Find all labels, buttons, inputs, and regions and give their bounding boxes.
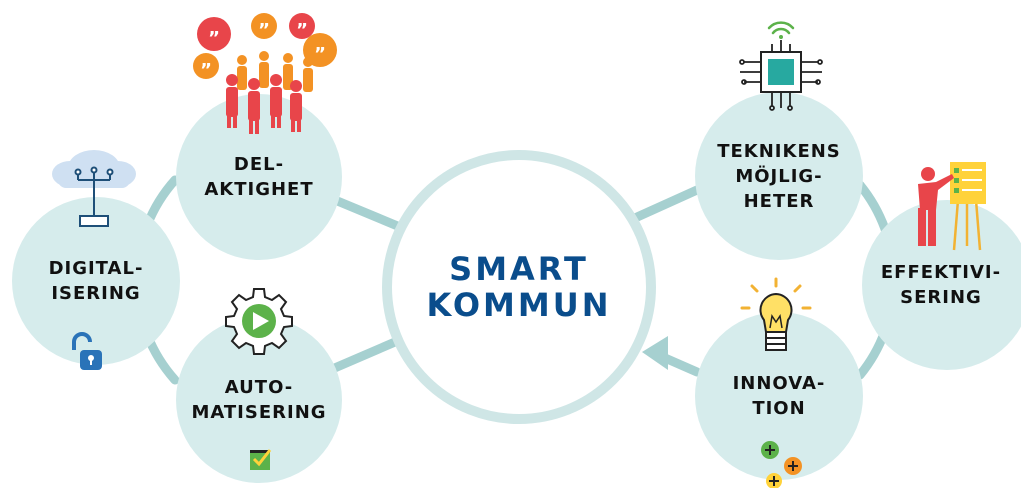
node-label: DEL- AKTIGHET xyxy=(204,152,313,202)
node-label: EFFEKTIVI- SERING xyxy=(881,260,1001,310)
node-label: INNOVA- TION xyxy=(733,371,826,421)
node-teknikens-mojligheter: TEKNIKENS MÖJLIG- HETER xyxy=(695,92,863,260)
svg-text:”: ” xyxy=(296,20,308,41)
node-label: TEKNIKENS MÖJLIG- HETER xyxy=(717,139,841,214)
arrow-head xyxy=(642,336,668,370)
svg-text:”: ” xyxy=(208,28,220,49)
svg-text:”: ” xyxy=(200,60,212,81)
label-line: DIGITAL- xyxy=(48,258,144,279)
label-line: ISERING xyxy=(51,283,141,304)
node-label: AUTO- MATISERING xyxy=(191,375,326,425)
cloud-network-icon xyxy=(52,150,136,227)
unlocked-padlock-icon xyxy=(72,332,102,370)
label-line: MÖJLIG- xyxy=(735,165,823,187)
label-line: TION xyxy=(752,398,806,419)
label-line: HETER xyxy=(743,190,815,212)
plus-circles-icon xyxy=(761,441,802,488)
spoke-innovation xyxy=(660,353,702,377)
label-line: MATISERING xyxy=(191,402,327,423)
center-label: SMART KOMMUN xyxy=(426,251,611,323)
label-line: AKTIGHET xyxy=(204,179,314,200)
spoke-teknikens xyxy=(630,185,702,223)
center-label-line2: KOMMUN xyxy=(426,286,612,324)
center-label-line1: SMART xyxy=(449,250,589,288)
label-line: AUTO- xyxy=(224,377,294,398)
label-line: EFFEKTIVI- xyxy=(880,262,1002,283)
label-line: SERING xyxy=(900,287,982,308)
node-effektivisering: EFFEKTIVI- SERING xyxy=(862,200,1021,370)
wifi-chip-icon xyxy=(739,21,823,111)
label-line: DEL- xyxy=(233,154,285,175)
people-speech-bubbles-icon: ” ” ” ” ” xyxy=(193,13,337,134)
lightbulb-icon xyxy=(740,277,812,351)
center-node: SMART KOMMUN xyxy=(382,150,656,424)
people-group-icon xyxy=(226,51,313,134)
node-delaktighet: DEL- AKTIGHET xyxy=(176,94,342,260)
gear-play-icon xyxy=(225,288,293,355)
spoke-automatisering xyxy=(325,337,400,375)
svg-text:”: ” xyxy=(258,20,270,41)
node-label: DIGITAL- ISERING xyxy=(49,256,144,306)
label-line: TEKNIKENS xyxy=(717,140,841,162)
svg-text:”: ” xyxy=(314,44,326,65)
checkbox-icon xyxy=(250,449,272,470)
label-line: INNOVA- xyxy=(732,373,826,394)
presenter-board-icon xyxy=(918,162,986,251)
